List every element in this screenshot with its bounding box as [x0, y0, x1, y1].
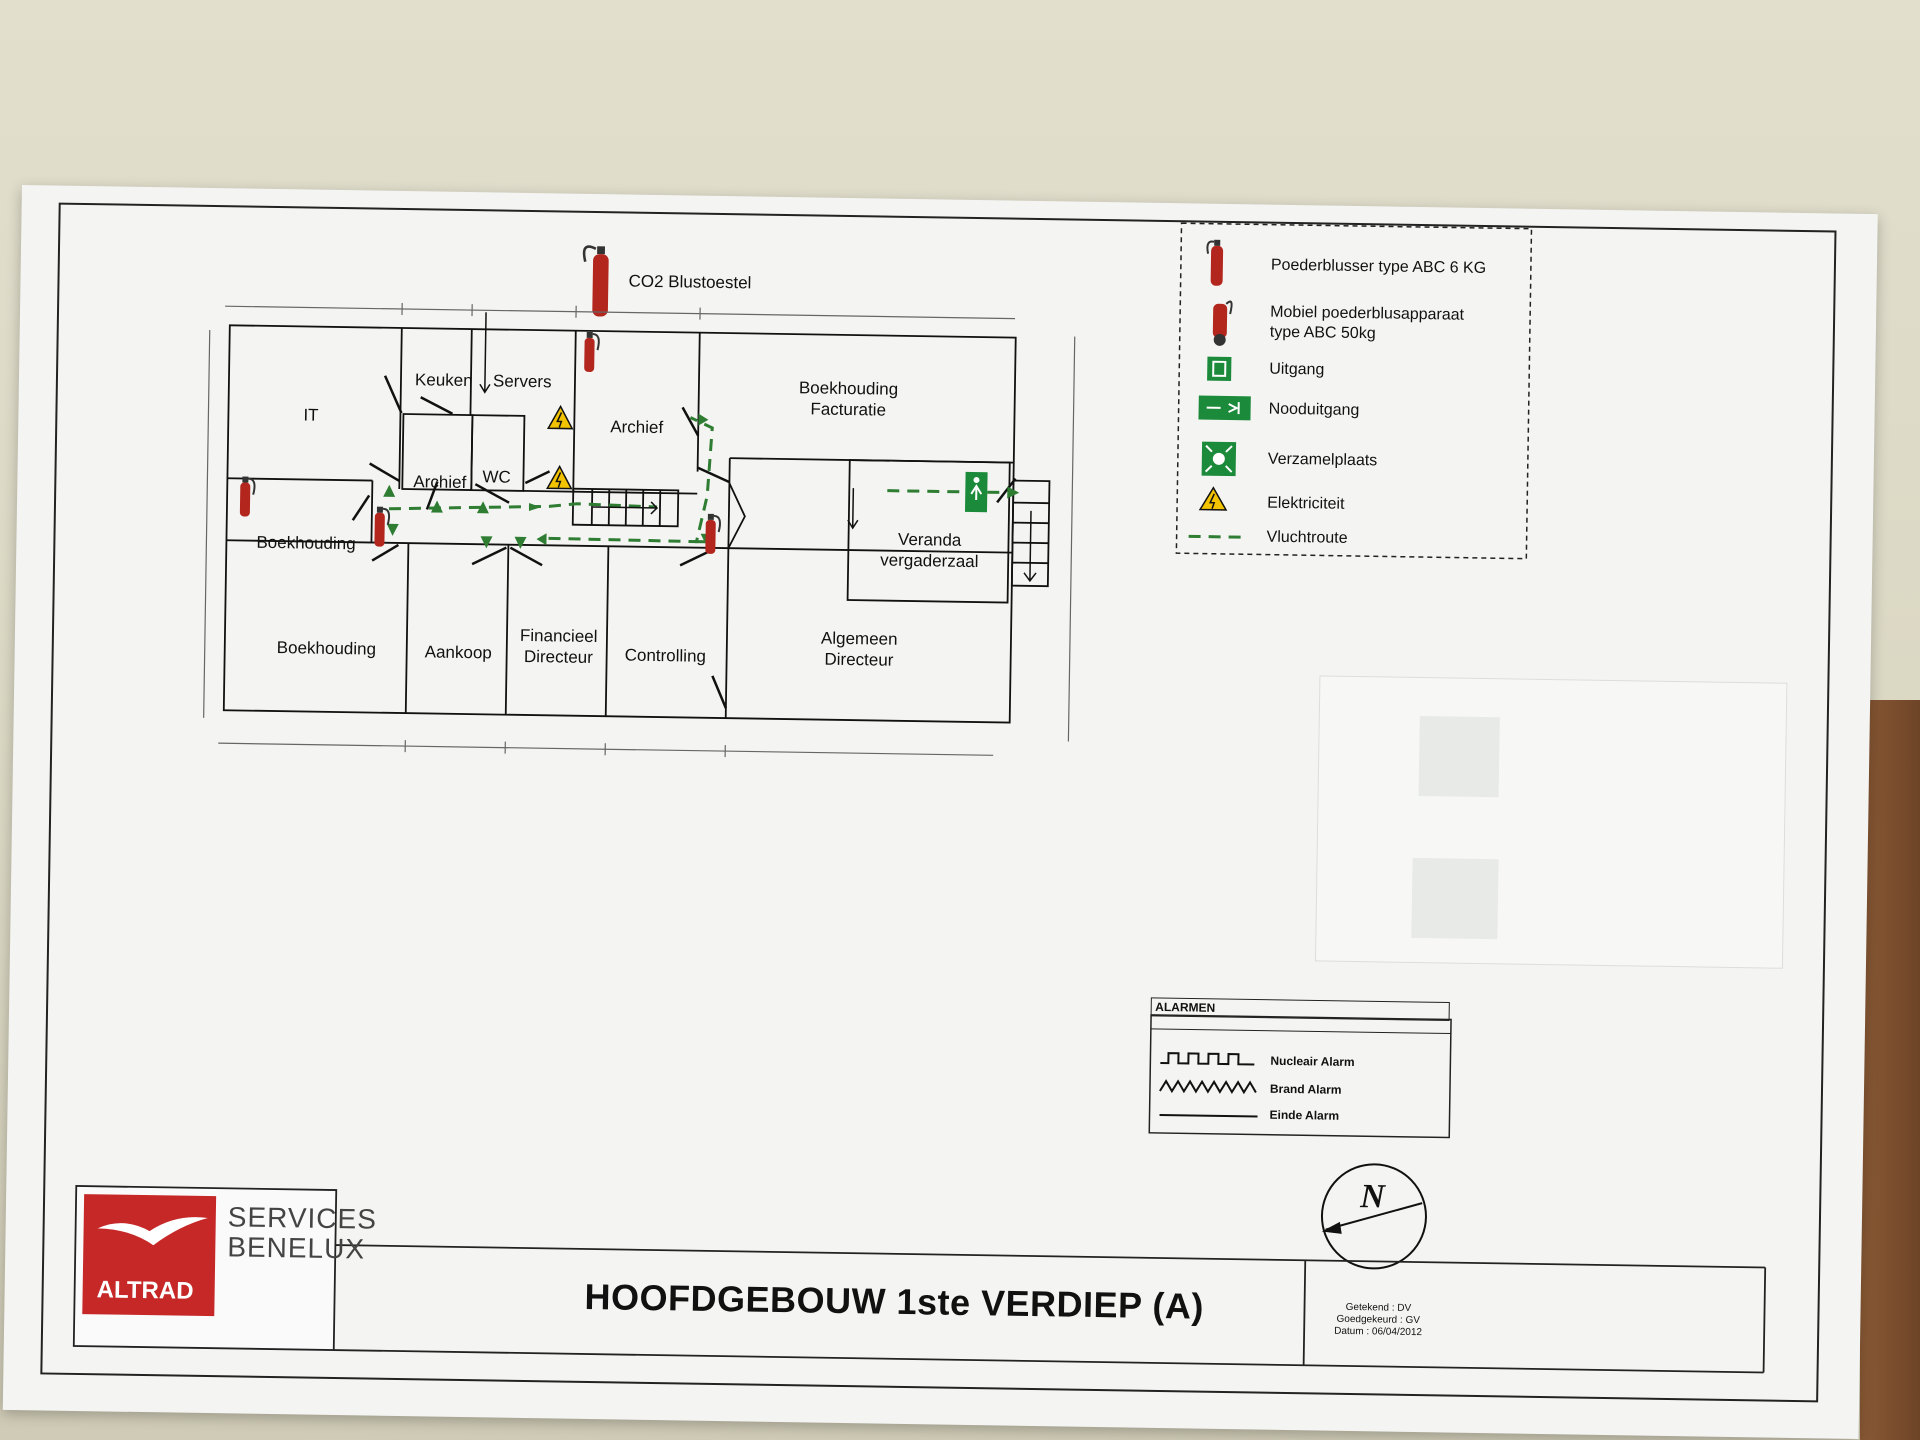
plan-extinguisher-note: CO2 Blustoestel — [628, 271, 752, 293]
drawing-date: Datum : 06/04/2012 — [1334, 1325, 1423, 1339]
exit-icon — [1207, 356, 1232, 382]
compass-north-label: N — [1359, 1178, 1386, 1216]
nucleair-alarm-line — [1160, 1052, 1255, 1066]
alarm-label-brand: Brand Alarm — [1269, 1081, 1342, 1097]
room-boekhouding-facturatie: Boekhouding Facturatie — [798, 378, 899, 420]
brand-alarm-line — [1159, 1079, 1257, 1095]
compass-icon — [1320, 1163, 1427, 1270]
legend-box — [1175, 222, 1533, 560]
legend-label-mobile-extinguisher: Mobiel poederblusapparaat type ABC 50kg — [1269, 303, 1465, 343]
room-keuken: Keuken — [414, 370, 473, 391]
einde-alarm-line — [1159, 1113, 1258, 1118]
emergency-exit-sign — [964, 471, 988, 513]
room-wc: WC — [482, 467, 511, 487]
brand-line-benelux: BENELUX — [227, 1231, 366, 1265]
electricity-warning-icon — [1198, 486, 1228, 511]
electricity-warning-icon — [546, 464, 573, 490]
room-archief-small: Archief — [413, 472, 467, 493]
door-swings — [351, 375, 1017, 709]
overlaid-paper-sheet — [1314, 675, 1788, 969]
legend-label-assembly-point: Verzamelplaats — [1267, 450, 1378, 470]
extinguisher-marker — [238, 475, 256, 518]
door-frame — [1860, 700, 1920, 1440]
assembly-point-icon — [1201, 441, 1237, 477]
emergency-exit-icon — [1198, 395, 1251, 421]
building-walls — [222, 324, 1051, 724]
room-veranda: Veranda vergaderzaal — [880, 529, 979, 572]
room-archief-top: Archief — [610, 417, 664, 438]
legend-label-exit: Uitgang — [1269, 360, 1325, 379]
stair-arrows — [479, 312, 1037, 583]
alarm-label-einde: Einde Alarm — [1269, 1107, 1340, 1123]
co2-extinguisher-icon — [582, 245, 609, 317]
legend-label-extinguisher: Poederblusser type ABC 6 KG — [1270, 256, 1487, 278]
alarm-label-nucleair: Nucleair Alarm — [1270, 1053, 1355, 1070]
room-it: IT — [303, 405, 319, 425]
faded-first-aid-sign — [1418, 716, 1500, 798]
altrad-wordmark: ALTRAD — [96, 1276, 194, 1305]
evacuation-plan-poster: CO2 Blustoestel IT Keuken Servers Archie… — [2, 185, 1878, 1440]
alarm-box — [1148, 1014, 1452, 1139]
legend-label-electricity: Elektriciteit — [1267, 494, 1345, 513]
sheet-border — [40, 202, 1837, 1403]
extinguisher-icon — [1206, 239, 1224, 286]
room-controlling: Controlling — [624, 645, 707, 666]
extinguisher-marker — [583, 330, 600, 374]
room-algemeen-directeur: Algemeen Directeur — [820, 628, 898, 670]
room-financieel-directeur: Financieel Directeur — [519, 625, 598, 668]
legend-label-emergency-exit: Nooduitgang — [1268, 400, 1360, 420]
legend-label-escape-route: Vluchtroute — [1266, 528, 1348, 547]
bird-icon — [97, 1217, 208, 1246]
room-boekhouding-small: Boekhouding — [256, 532, 356, 554]
mobile-extinguisher-icon — [1212, 300, 1233, 346]
extinguisher-marker — [373, 505, 391, 548]
title-block-stamp: Getekend : DV Goedgekeurd : GV Datum : 0… — [1334, 1302, 1422, 1339]
alarm-title: ALARMEN — [1155, 999, 1216, 1015]
escape-route-line — [1188, 534, 1249, 539]
electricity-warning-icon — [546, 404, 574, 430]
room-servers: Servers — [492, 371, 552, 392]
dimension-lines — [203, 302, 1076, 758]
room-aankoop: Aankoop — [424, 642, 492, 663]
floor-plan-drawing — [40, 202, 1837, 1403]
faded-fire-sign — [1411, 857, 1499, 940]
altrad-logo — [82, 1194, 217, 1317]
room-boekhouding: Boekhouding — [276, 638, 377, 659]
brand-line-services: SERVICES — [227, 1201, 378, 1235]
